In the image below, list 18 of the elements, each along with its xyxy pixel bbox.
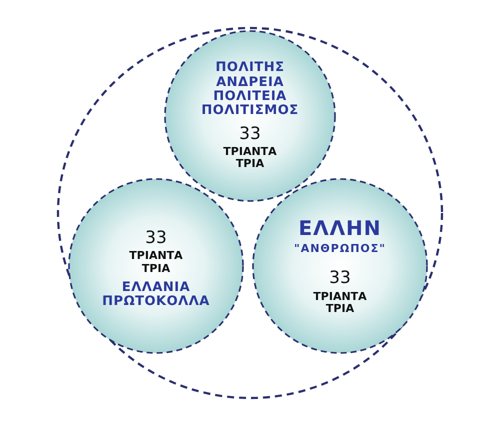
word-label: ΠΟΛΙΤΙΣΜΟΣ bbox=[201, 104, 299, 119]
dashed-circle bbox=[252, 178, 428, 354]
number-label: 33 bbox=[145, 228, 167, 248]
dashed-circle bbox=[164, 30, 336, 202]
number-label: 33 bbox=[239, 124, 261, 144]
word-label: ΠΟΛΙΤΕΙΑ bbox=[213, 90, 287, 104]
dashed-circle bbox=[68, 178, 244, 354]
number-words: ΤΡΙΑΝΤΑ ΤΡΙΑ bbox=[128, 250, 184, 275]
outer-dashed-circle bbox=[58, 28, 442, 398]
word-label: ΕΛΛΑΝΙΑ bbox=[122, 280, 190, 295]
word-label: ΠΡΩΤΟΚΟΛΛΑ bbox=[102, 294, 210, 310]
number-label: 33 bbox=[329, 269, 351, 288]
word-label: ΠΟΛΙΤΗΣ bbox=[216, 61, 284, 76]
word-label: ΑΝΔΡΕΙΑ bbox=[216, 76, 284, 90]
number-words: ΤΡΙΑΝΤΑ ΤΡΙΑ bbox=[312, 290, 368, 315]
word-label: ΕΛΛΗΝ bbox=[298, 217, 382, 240]
word-label: "ΑΝΘΡΩΠΟΣ" bbox=[294, 243, 386, 256]
number-words: ΤΡΙΑΝΤΑ ΤΡΙΑ bbox=[222, 146, 278, 171]
